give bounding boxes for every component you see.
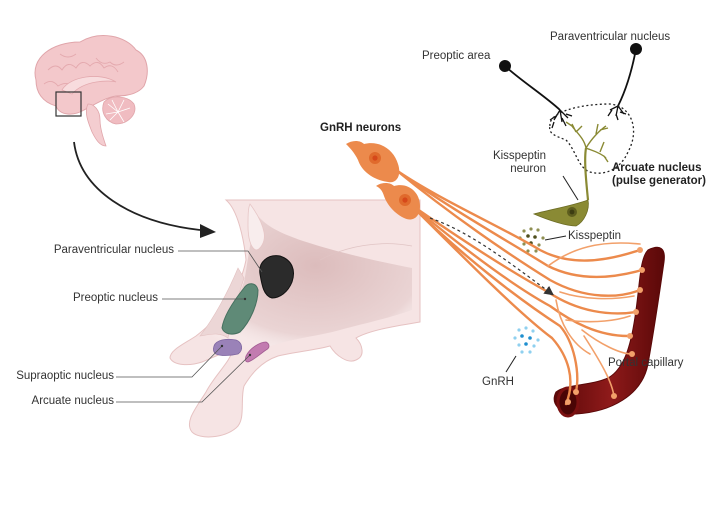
label-kisspeptin-neuron-line1: Kisspeptin: [492, 150, 546, 162]
label-kisspeptin-neuron: Kisspeptin neuron: [470, 150, 546, 176]
gnrh-neurons: [346, 141, 645, 406]
hypothalamus-core: [198, 216, 412, 358]
label-arcuate-line1: Arcuate nucleus: [612, 162, 702, 174]
label-arcuate-nucleus: Arcuate nucleus: [31, 395, 114, 407]
label-portal-capillary: Portal capillary: [608, 357, 684, 369]
paraventricular-nucleus-shape: [259, 255, 294, 299]
brainstem: [85, 103, 107, 147]
zoom-arrow-head: [200, 224, 216, 238]
third-ventricle: [247, 203, 265, 251]
label-gnrh-neurons: GnRH neurons: [320, 122, 402, 134]
label-kisspeptin-neuron-line2: neuron: [510, 163, 546, 175]
preoptic-area-neuron: [499, 60, 573, 129]
chiasm-arc: [319, 243, 413, 261]
supraoptic-nucleus-shape: [213, 338, 242, 356]
gnrh-dots: [513, 326, 540, 354]
label-preoptic-nucleus: Preoptic nucleus: [72, 292, 158, 304]
leader-paraventricular: [178, 250, 263, 273]
preoptic-nucleus-shape: [221, 283, 259, 335]
label-supraoptic-nucleus: Supraoptic nucleus: [16, 370, 114, 382]
leader-kisspeptin-neuron: [562, 175, 579, 201]
corpus-callosum: [61, 76, 117, 95]
brain-gyri: [43, 53, 125, 89]
zoom-arrow: [73, 141, 201, 231]
label-gnrh: GnRH: [482, 376, 514, 388]
leader-arcuate: [116, 354, 251, 403]
leader-supraoptic: [116, 345, 223, 378]
cerebellum-folia: [105, 99, 131, 123]
secretion-arrow: [429, 217, 554, 296]
label-arcuate-line2: (pulse generator): [612, 175, 706, 187]
cerebrum: [34, 35, 148, 115]
hypothalamus-focus-box: [55, 91, 82, 117]
leader-gnrh: [505, 355, 517, 373]
label-arcuate-nucleus-circuit: Arcuate nucleus (pulse generator): [612, 162, 706, 188]
paraventricular-neuron: [607, 43, 642, 121]
hypothalamus-section: [116, 199, 421, 438]
kisspeptin-neuron: [532, 121, 609, 227]
gnrh-neuron-2: [376, 183, 420, 220]
label-preoptic-area: Preoptic area: [422, 50, 491, 62]
arcuate-nucleus-boundary: [549, 103, 635, 174]
label-kisspeptin: Kisspeptin: [568, 230, 622, 242]
brain-illustration: [34, 35, 148, 147]
label-paraventricular-nucleus: Paraventricular nucleus: [53, 244, 174, 256]
leader-kisspeptin: [544, 235, 567, 241]
label-paraventricular-nucleus-circuit: Paraventricular nucleus: [550, 31, 671, 43]
arcuate-nucleus-shape: [245, 341, 270, 363]
